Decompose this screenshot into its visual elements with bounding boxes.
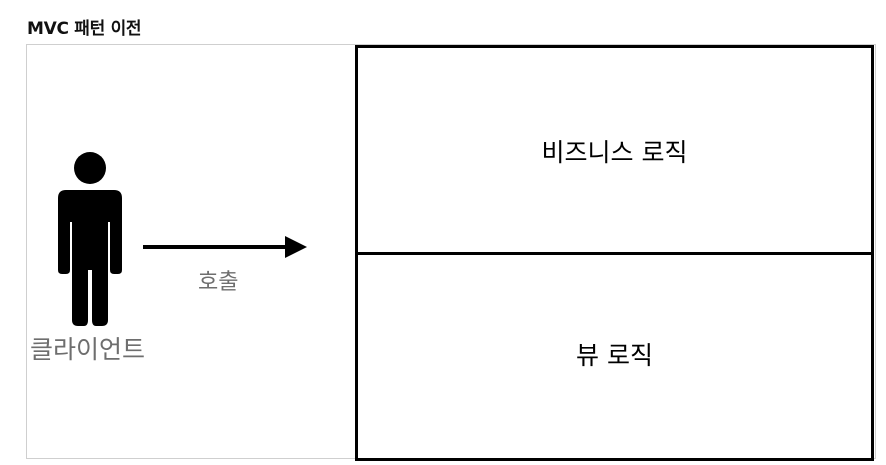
call-label: 호출 bbox=[198, 270, 239, 295]
business-logic-label: 비즈니스 로직 bbox=[541, 138, 688, 167]
diagram-title: MVC 패턴 이전 bbox=[27, 19, 142, 39]
person-icon bbox=[58, 152, 122, 326]
view-logic-box: 뷰 로직 bbox=[355, 252, 874, 461]
arrow-right-icon bbox=[143, 236, 307, 258]
client-label: 클라이언트 bbox=[30, 335, 146, 364]
business-logic-box: 비즈니스 로직 bbox=[355, 45, 874, 255]
view-logic-label: 뷰 로직 bbox=[576, 341, 653, 370]
